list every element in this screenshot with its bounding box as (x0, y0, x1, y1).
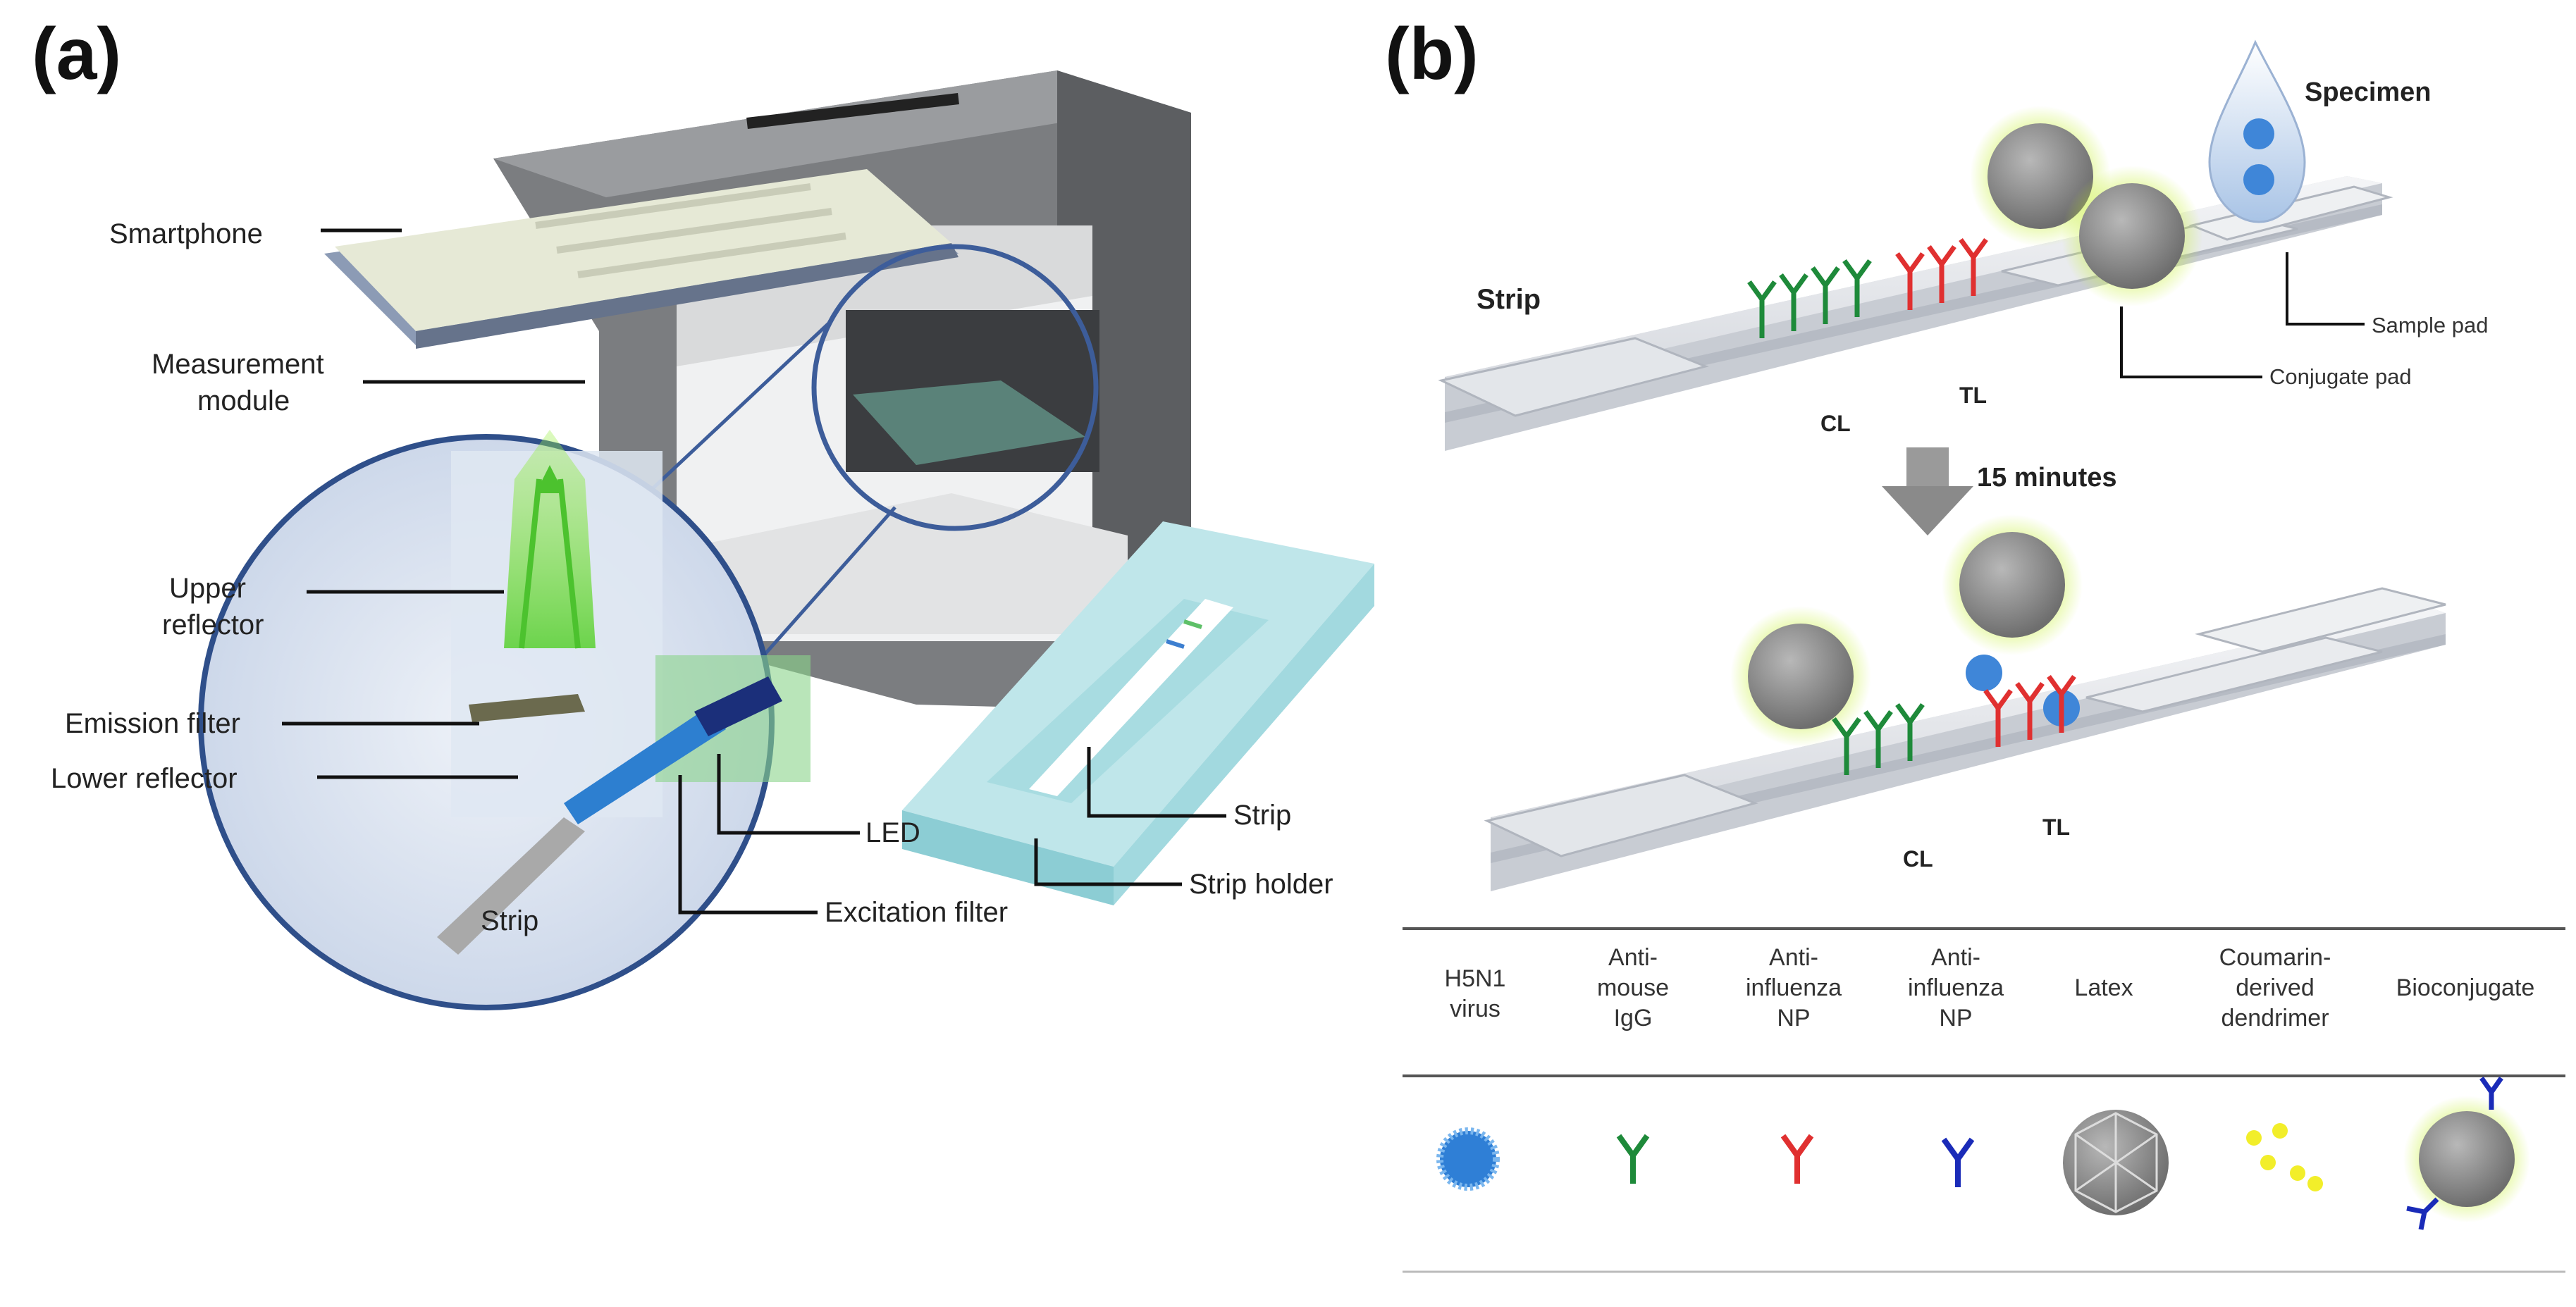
label-measurement-module-line1: Measurement (152, 349, 324, 380)
blue-antibody-icon (1941, 1137, 1975, 1187)
label-15-minutes: 15 minutes (1977, 463, 2117, 493)
label-strip-b: Strip (1477, 284, 1541, 315)
label-lower-reflector: Lower reflector (51, 763, 238, 794)
legend-label-line: NP (1939, 1005, 1972, 1032)
bioconjugates-on-pad (1970, 106, 2202, 306)
panel-a-callouts: Smartphone Measurement module Upper refl… (51, 218, 1333, 936)
bioconjugate-icon (2403, 1076, 2530, 1230)
legend-label-line: Latex (2074, 974, 2133, 1001)
label-upper-reflector-line2: reflector (162, 609, 264, 640)
legend-label-line: Coumarin- (2219, 944, 2331, 971)
legend-label-line: influenza (1746, 974, 1842, 1001)
legend-label-line: influenza (1908, 974, 2004, 1001)
label-emission-filter: Emission filter (65, 708, 240, 739)
label-specimen: Specimen (2305, 78, 2432, 107)
legend-label-line: H5N1 (1445, 965, 1506, 992)
legend-table: H5N1 virus Anti- mouse IgG Anti- influen… (1403, 927, 2565, 1273)
legend-label-line: Bioconjugate (2396, 974, 2535, 1001)
test-line-antibodies-bottom (1983, 674, 2076, 747)
label-strip-holder: Strip holder (1189, 869, 1333, 900)
strip-holder-illustration (902, 521, 1374, 905)
label-upper-reflector-line1: Upper (169, 573, 246, 604)
control-line-antibodies-bottom (1832, 702, 1925, 775)
legend-label-line: mouse (1597, 974, 1669, 1001)
virus-icon (1436, 1127, 1500, 1191)
test-line-antibodies-top (1895, 237, 1988, 310)
panel-label-a: (a) (32, 13, 121, 95)
panel-label-b: (b) (1385, 13, 1479, 95)
magnified-optics-circle (198, 430, 811, 1010)
label-led: LED (865, 817, 920, 848)
legend-label-line: Anti- (1931, 944, 1980, 971)
legend-label-line: dendrimer (2221, 1005, 2329, 1032)
legend-label-line: derived (2236, 974, 2315, 1001)
control-line-antibodies-top (1747, 259, 1872, 338)
label-tl-top: TL (1959, 383, 1987, 408)
label-conjugate-pad: Conjugate pad (2269, 364, 2412, 389)
latex-bead-icon (2063, 1110, 2169, 1215)
label-smartphone: Smartphone (109, 218, 263, 249)
label-tl-bottom: TL (2042, 814, 2070, 840)
specimen-droplet-icon (2208, 39, 2306, 223)
label-measurement-module-line2: module (197, 385, 290, 416)
smartphone-illustration (324, 93, 959, 349)
legend-label-line: Anti- (1769, 944, 1818, 971)
legend-label-line: virus (1450, 996, 1500, 1022)
legend-label-line: IgG (1614, 1005, 1653, 1032)
label-sample-pad: Sample pad (2372, 313, 2488, 337)
label-strip-magnified: Strip (481, 905, 538, 936)
label-strip-holder-strip: Strip (1233, 800, 1291, 831)
label-cl-top: CL (1820, 411, 1851, 436)
label-excitation-filter: Excitation filter (825, 897, 1008, 928)
down-arrow-icon (1882, 447, 1973, 535)
legend-label-line: Anti- (1608, 944, 1658, 971)
green-antibody-icon (1616, 1134, 1650, 1184)
lateral-flow-strip-after (1484, 587, 2446, 891)
dendrimer-icon (2246, 1123, 2323, 1191)
captured-bioconjugates (1730, 514, 2083, 747)
legend-label-line: NP (1777, 1005, 1810, 1032)
red-antibody-icon (1780, 1134, 1814, 1184)
label-cl-bottom: CL (1903, 846, 1933, 872)
